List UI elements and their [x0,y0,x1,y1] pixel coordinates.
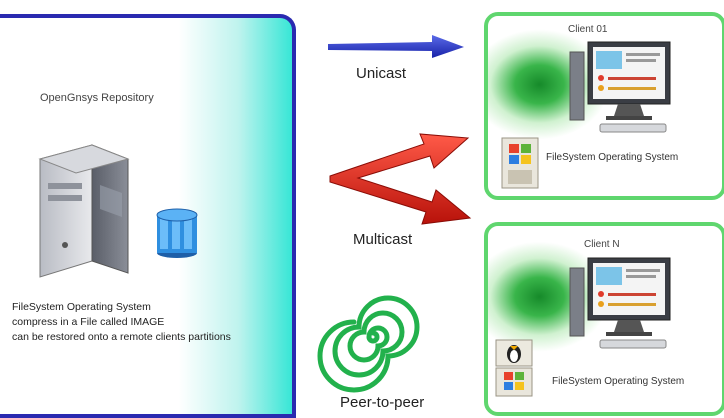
client-os-label: FileSystem Operating System [546,152,679,163]
image-archive-icon [156,208,198,258]
description-line: compress in a File called IMAGE [12,316,165,328]
server-icon [38,144,130,278]
client-title: Client N [584,239,620,250]
description-line: can be restored onto a remote clients pa… [12,331,231,343]
multicast-label: Multicast [353,231,413,248]
description-line: FileSystem Operating System [12,301,151,313]
repository-title: OpenGnsys Repository [40,92,154,104]
peer-to-peer-spiral-icon [317,295,420,393]
unicast-label: Unicast [356,65,407,82]
computer-icon [569,41,671,133]
computer-icon [569,257,671,349]
client-title: Client 01 [568,24,608,35]
repository-description: FileSystem Operating System compress in … [12,300,302,345]
linux-windows-boxes-icon [495,339,533,397]
windows-logo-icon [501,137,539,189]
unicast-arrow-icon [328,35,464,58]
multicast-arrow-icon [329,133,472,225]
peer-to-peer-label: Peer-to-peer [340,394,425,411]
client-os-label: FileSystem Operating System [552,376,685,387]
